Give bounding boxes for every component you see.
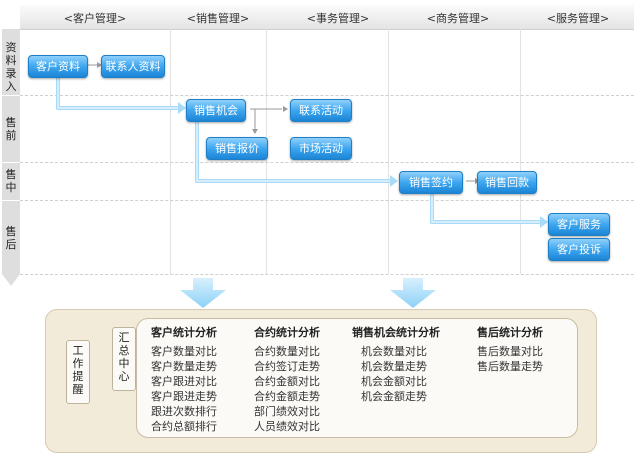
analysis-item[interactable]: 客户数量对比	[151, 345, 217, 358]
node-customer-info[interactable]: 客户资料	[28, 55, 88, 78]
analysis-item[interactable]: 跟进次数排行	[151, 405, 217, 418]
column-title-service: <服务管理>	[546, 12, 610, 25]
column-header-bar	[20, 5, 634, 30]
stage-label-aftersale: 售后	[5, 225, 17, 251]
column-title-affairs: <事务管理>	[306, 12, 370, 25]
node-market-activity[interactable]: 市场活动	[290, 137, 352, 160]
analysis-item[interactable]: 机会金额走势	[361, 390, 427, 403]
flow-contract-to-service	[430, 191, 540, 224]
node-sales-quote[interactable]: 销售报价	[206, 137, 268, 160]
analysis-item[interactable]: 机会数量走势	[361, 360, 427, 373]
node-contact-activity[interactable]: 联系活动	[290, 99, 352, 122]
stage-label-data-entry: 资料录入	[5, 41, 17, 93]
row-divider	[20, 274, 634, 275]
stage-divider	[2, 95, 20, 96]
analysis-item[interactable]: 机会金额对比	[361, 375, 427, 388]
arrowhead-icon	[390, 175, 398, 187]
row-divider	[20, 95, 634, 96]
analysis-item[interactable]: 售后数量对比	[477, 345, 543, 358]
arrowhead-icon	[540, 216, 548, 228]
node-sales-payment[interactable]: 销售回款	[477, 171, 537, 194]
column-divider	[170, 29, 171, 274]
analysis-groups-box	[136, 318, 578, 438]
column-title-business: <商务管理>	[426, 12, 490, 25]
row-divider	[20, 200, 634, 201]
analysis-item[interactable]: 客户跟进对比	[151, 375, 217, 388]
arrowhead-icon	[97, 62, 102, 68]
analysis-item[interactable]: 合约金额走势	[254, 390, 320, 403]
analysis-item[interactable]: 客户数量走势	[151, 360, 217, 373]
flow-connectors	[56, 62, 548, 228]
column-title-sales: <销售管理>	[186, 12, 250, 25]
arrowhead-icon	[178, 102, 186, 114]
stage-label-insale: 售中	[5, 168, 17, 194]
analysis-group-title: 客户统计分析	[151, 326, 217, 339]
column-divider	[388, 29, 389, 274]
stage-divider	[2, 200, 20, 201]
node-sales-opportunity[interactable]: 销售机会	[186, 99, 246, 122]
arrowhead-icon	[283, 106, 288, 112]
analysis-item[interactable]: 合约金额对比	[254, 375, 320, 388]
summary-center-label: 汇总中心	[118, 331, 130, 383]
analysis-item[interactable]: 部门绩效对比	[254, 405, 320, 418]
node-sales-contract[interactable]: 销售签约	[399, 171, 463, 194]
column-title-customer: <客户管理>	[63, 12, 127, 25]
summary-center-button[interactable]: 汇总中心	[112, 327, 136, 391]
column-divider	[520, 29, 521, 274]
node-contact-info[interactable]: 联系人资料	[101, 55, 165, 78]
node-customer-complaint[interactable]: 客户投诉	[548, 238, 610, 261]
analysis-item[interactable]: 客户跟进走势	[151, 390, 217, 403]
analysis-item[interactable]: 合约总额排行	[151, 420, 217, 433]
work-reminder-label: 工作提醒	[72, 344, 84, 396]
row-divider	[20, 162, 634, 163]
stage-bar-arrow-tip	[2, 274, 20, 286]
analysis-item[interactable]: 机会数量对比	[361, 345, 427, 358]
analysis-item[interactable]: 人员绩效对比	[254, 420, 320, 433]
stage-label-presale: 售前	[5, 116, 17, 142]
analysis-item[interactable]: 售后数量走势	[477, 360, 543, 373]
stage-bar	[2, 29, 20, 274]
flow-customer-to-opportunity	[56, 75, 178, 110]
work-reminder-button[interactable]: 工作提醒	[66, 340, 90, 404]
down-arrow-icon	[180, 278, 226, 308]
arrowhead-icon	[252, 129, 258, 134]
analysis-item[interactable]: 合约签订走势	[254, 360, 320, 373]
analysis-item[interactable]: 合约数量对比	[254, 345, 320, 358]
analysis-group-title: 销售机会统计分析	[352, 326, 440, 339]
analysis-group-title: 合约统计分析	[254, 326, 320, 339]
down-arrow-icon	[390, 278, 436, 308]
stage-divider	[2, 162, 20, 163]
node-customer-service[interactable]: 客户服务	[548, 213, 610, 236]
analysis-group-title: 售后统计分析	[477, 326, 543, 339]
